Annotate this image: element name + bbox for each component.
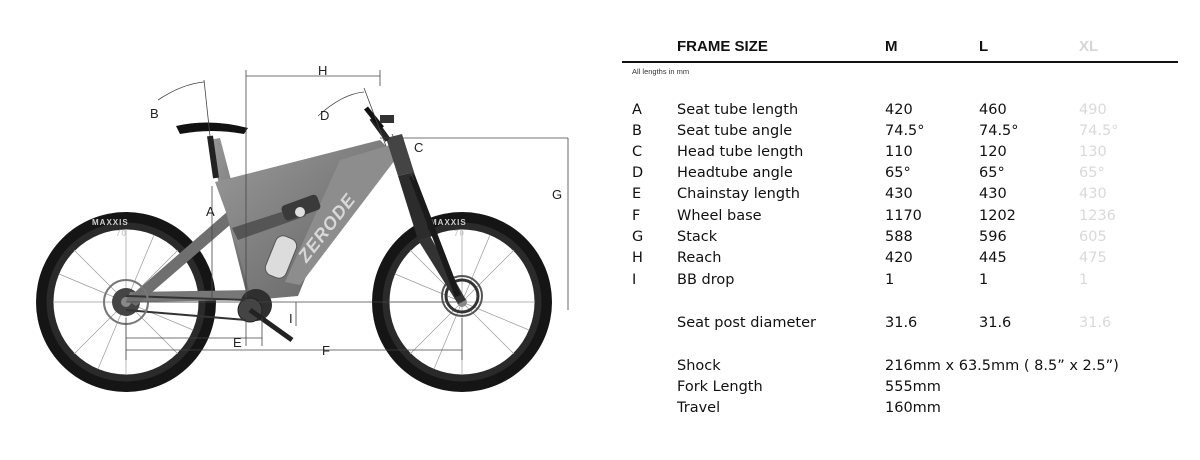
row-value-m: 420 <box>885 102 913 118</box>
row-value-xl: 74.5° <box>1079 123 1119 139</box>
row-value-l: 74.5° <box>979 123 1019 139</box>
row-value-l: 445 <box>979 250 1007 266</box>
row-name: Seat tube angle <box>677 123 793 139</box>
dimension-lines <box>125 70 569 360</box>
shock-value: 216mm x 63.5mm ( 8.5” x 2.5”) <box>885 358 1119 374</box>
row-letter: B <box>632 123 642 139</box>
row-name: Chainstay length <box>677 186 800 202</box>
row-name: Headtube angle <box>677 165 793 181</box>
row-value-m: 430 <box>885 186 913 202</box>
dim-label-f: F <box>322 343 330 358</box>
row-value-l: 1202 <box>979 208 1016 224</box>
seatpost-value-m: 31.6 <box>885 315 918 331</box>
row-letter: D <box>632 165 644 181</box>
row-value-m: 65° <box>885 165 911 181</box>
row-value-xl: 65° <box>1079 165 1105 181</box>
row-value-m: 110 <box>885 144 913 160</box>
row-letter: G <box>632 229 644 245</box>
row-name: Stack <box>677 229 718 245</box>
dim-label-h: H <box>318 63 327 78</box>
row-letter: C <box>632 144 643 160</box>
row-value-xl: 475 <box>1079 250 1107 266</box>
bike-geometry-diagram: MAXXIS MAXXIS 70 70 ZERODE <box>36 63 569 392</box>
dim-label-b: B <box>150 106 159 121</box>
row-value-l: 596 <box>979 229 1007 245</box>
header-size-xl: XL <box>1079 38 1099 55</box>
row-name: Reach <box>677 250 722 266</box>
bike-frame: ZERODE <box>103 138 483 343</box>
table-header: FRAME SIZE M L XL <box>622 36 1182 58</box>
header-size-l: L <box>979 38 989 55</box>
row-value-m: 1 <box>885 272 895 288</box>
row-letter: H <box>632 250 643 266</box>
front-tire-brand: MAXXIS <box>430 218 467 227</box>
seatpost-value-l: 31.6 <box>979 315 1012 331</box>
dim-label-e: E <box>233 335 242 350</box>
travel-name: Travel <box>677 400 721 416</box>
geometry-table: FRAME SIZE M L XL All lengths in mm A Se… <box>622 36 1182 416</box>
row-letter: I <box>632 272 637 288</box>
rear-tire-brand: MAXXIS <box>92 218 129 227</box>
shock-name: Shock <box>677 358 721 374</box>
seatpost-value-xl: 31.6 <box>1079 315 1112 331</box>
header-frame-size: FRAME SIZE <box>677 38 768 55</box>
dim-label-g: G <box>552 187 562 202</box>
row-name: Head tube length <box>677 144 804 160</box>
row-letter: F <box>632 208 641 224</box>
dim-label-d: D <box>320 108 329 123</box>
row-value-l: 460 <box>979 102 1007 118</box>
row-value-l: 120 <box>979 144 1007 160</box>
row-value-xl: 490 <box>1079 102 1107 118</box>
row-value-xl: 1236 <box>1079 208 1116 224</box>
row-value-m: 74.5° <box>885 123 925 139</box>
row-letter: E <box>632 186 642 202</box>
fork-value: 555mm <box>885 379 941 395</box>
row-value-xl: 1 <box>1079 272 1089 288</box>
row-value-l: 1 <box>979 272 989 288</box>
row-value-xl: 605 <box>1079 229 1107 245</box>
row-value-m: 1170 <box>885 208 922 224</box>
row-value-xl: 430 <box>1079 186 1107 202</box>
fork-and-cockpit <box>364 106 466 304</box>
dim-label-i: I <box>289 311 293 326</box>
dim-label-c: C <box>414 140 423 155</box>
row-value-l: 430 <box>979 186 1007 202</box>
row-value-m: 420 <box>885 250 913 266</box>
header-size-m: M <box>885 38 898 55</box>
row-value-l: 65° <box>979 165 1005 181</box>
seatpost-name: Seat post diameter <box>677 315 816 331</box>
travel-value: 160mm <box>885 400 941 416</box>
saddle <box>176 122 248 179</box>
row-value-xl: 130 <box>1079 144 1107 160</box>
dim-label-a: A <box>206 204 215 219</box>
row-name: BB drop <box>677 272 735 288</box>
front-tire-size: 70 <box>454 229 465 238</box>
units-note: All lengths in mm <box>632 67 690 76</box>
row-value-m: 588 <box>885 229 913 245</box>
rear-tire-size: 70 <box>116 229 127 238</box>
row-name: Wheel base <box>677 208 762 224</box>
row-name: Seat tube length <box>677 102 799 118</box>
row-letter: A <box>632 102 642 118</box>
fork-name: Fork Length <box>677 379 763 395</box>
header-rule <box>622 61 1178 63</box>
